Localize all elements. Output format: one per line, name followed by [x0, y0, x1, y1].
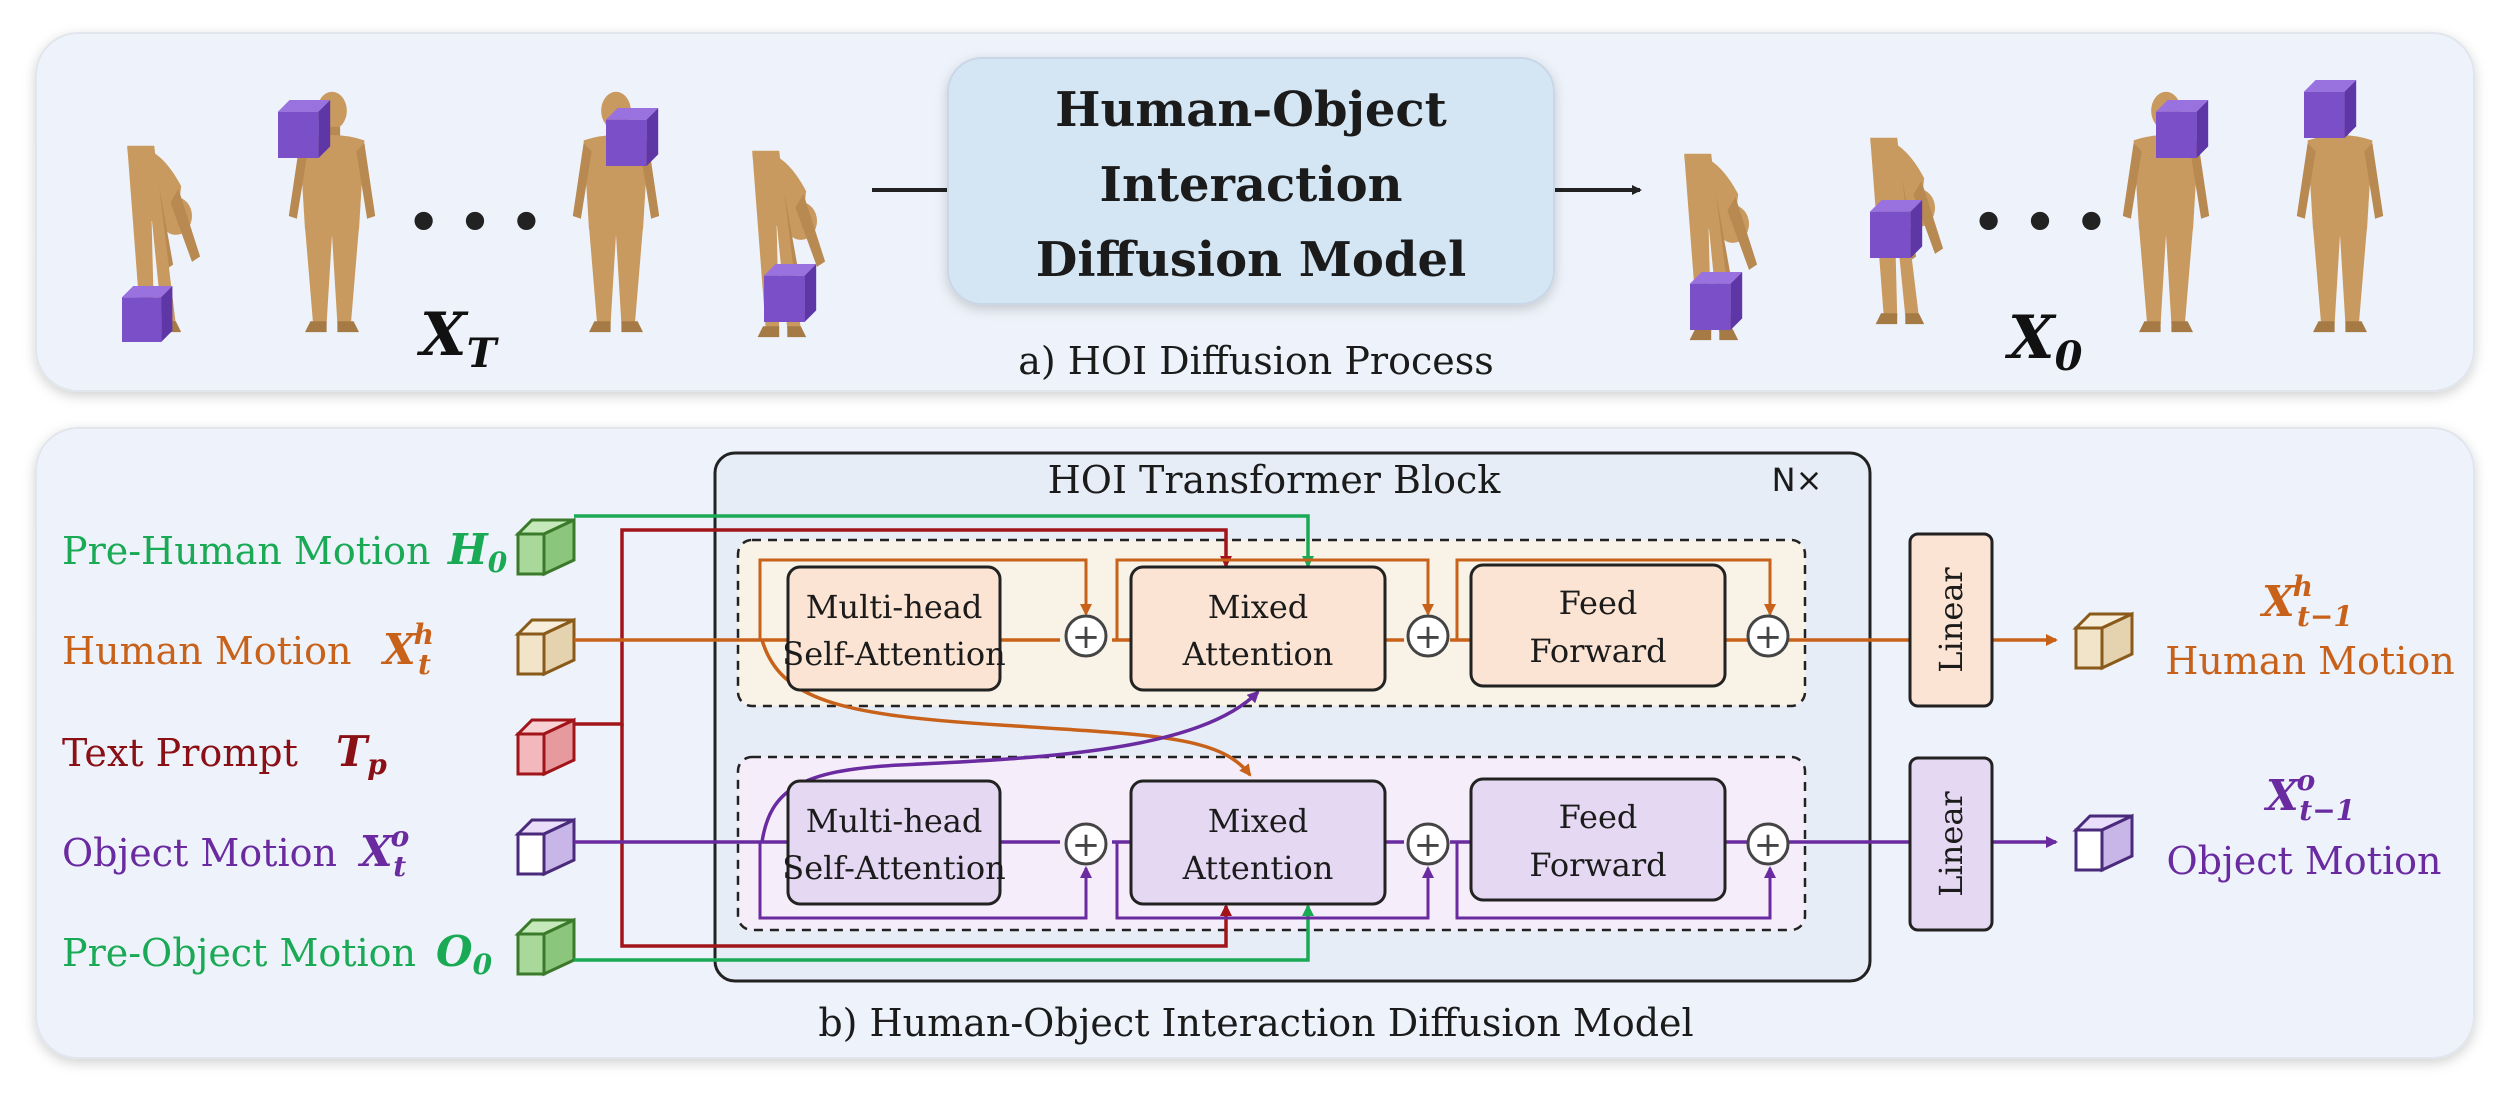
human-residual-2 — [1115, 558, 1434, 640]
object-feed-forward-block — [1469, 777, 1727, 902]
input-label: Text Prompt — [62, 731, 298, 775]
transformer-title: HOI Transformer Block — [1048, 458, 1502, 502]
block-label: Self-Attention — [782, 635, 1005, 673]
block-label: Forward — [1529, 632, 1666, 670]
svg-text:+: + — [1754, 825, 1783, 865]
human-residual-3 — [1455, 558, 1776, 640]
object-add-node-2: + — [1406, 822, 1450, 866]
pre-human-connector — [574, 514, 1314, 568]
cube-icon — [278, 100, 331, 158]
cube-icon — [2156, 100, 2209, 158]
block-label: Attention — [1182, 849, 1334, 887]
svg-text:+: + — [1414, 825, 1443, 865]
model-title-line-3: Diffusion Model — [1036, 232, 1467, 288]
input-symbol: Tp — [336, 727, 387, 781]
linear-label: Linear — [1932, 567, 1970, 673]
human-mixed-attention-block — [1129, 565, 1387, 692]
output-cuboid-object — [2072, 813, 2134, 873]
token-cuboid-pre-human — [514, 517, 576, 577]
ellipsis-right: • • • — [1972, 193, 2108, 253]
bottom-caption: b) Human-Object Interaction Diffusion Mo… — [818, 1001, 1693, 1045]
repeat-label: N× — [1772, 461, 1823, 499]
human-add-node-3: + — [1746, 614, 1790, 658]
ellipsis-left: • • • — [407, 193, 543, 253]
object-residual-1 — [758, 842, 1092, 920]
output-label-human: Human Motion — [2165, 639, 2454, 683]
block-label: Feed — [1559, 798, 1638, 836]
human-add-node-1: + — [1064, 614, 1108, 658]
input-label: Pre-Object Motion — [62, 931, 416, 975]
object-add-node-3: + — [1746, 822, 1790, 866]
text-prompt-connector-object — [620, 724, 1232, 948]
cube-icon — [2304, 80, 2357, 138]
top-caption: a) HOI Diffusion Process — [1018, 339, 1494, 383]
token-cuboid-human — [514, 617, 576, 677]
input-symbol: H0 — [447, 525, 508, 579]
object-mixed-attention-block — [1129, 779, 1387, 906]
input-pre-object-motion: Pre-Object Motion O0 — [62, 927, 493, 981]
object-self-attention-block — [786, 779, 1002, 906]
token-cuboid-pre-object — [514, 917, 576, 977]
object-residual-2 — [1115, 842, 1434, 920]
svg-text:+: + — [1414, 617, 1443, 657]
svg-text:+: + — [1072, 617, 1101, 657]
hoi-diffusion-model-box — [947, 57, 1555, 305]
input-symbol: O0 — [436, 927, 493, 981]
pre-object-connector — [574, 904, 1314, 962]
input-label: Object Motion — [62, 831, 337, 875]
human-linear-block — [1908, 532, 1994, 708]
output-label-object: Object Motion — [2167, 839, 2442, 883]
token-cuboid-text — [514, 717, 576, 777]
object-add-node-1: + — [1064, 822, 1108, 866]
model-title-line-1: Human-Object — [1055, 82, 1447, 138]
text-prompt-connector-human — [574, 528, 1232, 726]
cube-icon — [606, 108, 659, 166]
cube-icon — [764, 264, 817, 322]
input-label: Pre-Human Motion — [62, 529, 430, 573]
block-label: Forward — [1529, 846, 1666, 884]
block-label: Multi-head — [806, 802, 983, 840]
human-add-node-2: + — [1406, 614, 1450, 658]
human-feed-forward-block — [1469, 563, 1727, 688]
block-label: Feed — [1559, 584, 1638, 622]
input-pre-human-motion: Pre-Human Motion H0 — [62, 525, 508, 579]
linear-label: Linear — [1932, 791, 1970, 897]
human-self-attention-block — [786, 565, 1002, 692]
cube-icon — [122, 286, 173, 342]
input-label: Human Motion — [62, 629, 351, 673]
block-label: Multi-head — [806, 588, 983, 626]
svg-text:+: + — [1072, 825, 1101, 865]
model-title-line-2: Interaction — [1100, 157, 1403, 213]
object-to-human-cross — [760, 690, 1260, 843]
block-label: Attention — [1182, 635, 1334, 673]
input-text-prompt: Text Prompt Tp — [62, 727, 387, 781]
block-label: Mixed — [1208, 802, 1308, 840]
token-cuboid-object — [514, 817, 576, 877]
block-label: Mixed — [1208, 588, 1308, 626]
object-residual-3 — [1455, 842, 1776, 920]
cube-icon — [1870, 200, 1923, 258]
x-0-symbol: X0 — [2004, 303, 2083, 380]
human-residual-1 — [758, 558, 1092, 640]
object-linear-block — [1908, 756, 1994, 932]
svg-text:+: + — [1754, 617, 1783, 657]
output-cuboid-human — [2072, 611, 2134, 671]
block-label: Self-Attention — [782, 849, 1005, 887]
cube-icon — [1690, 272, 1743, 330]
x-t-symbol: XT — [416, 300, 500, 377]
